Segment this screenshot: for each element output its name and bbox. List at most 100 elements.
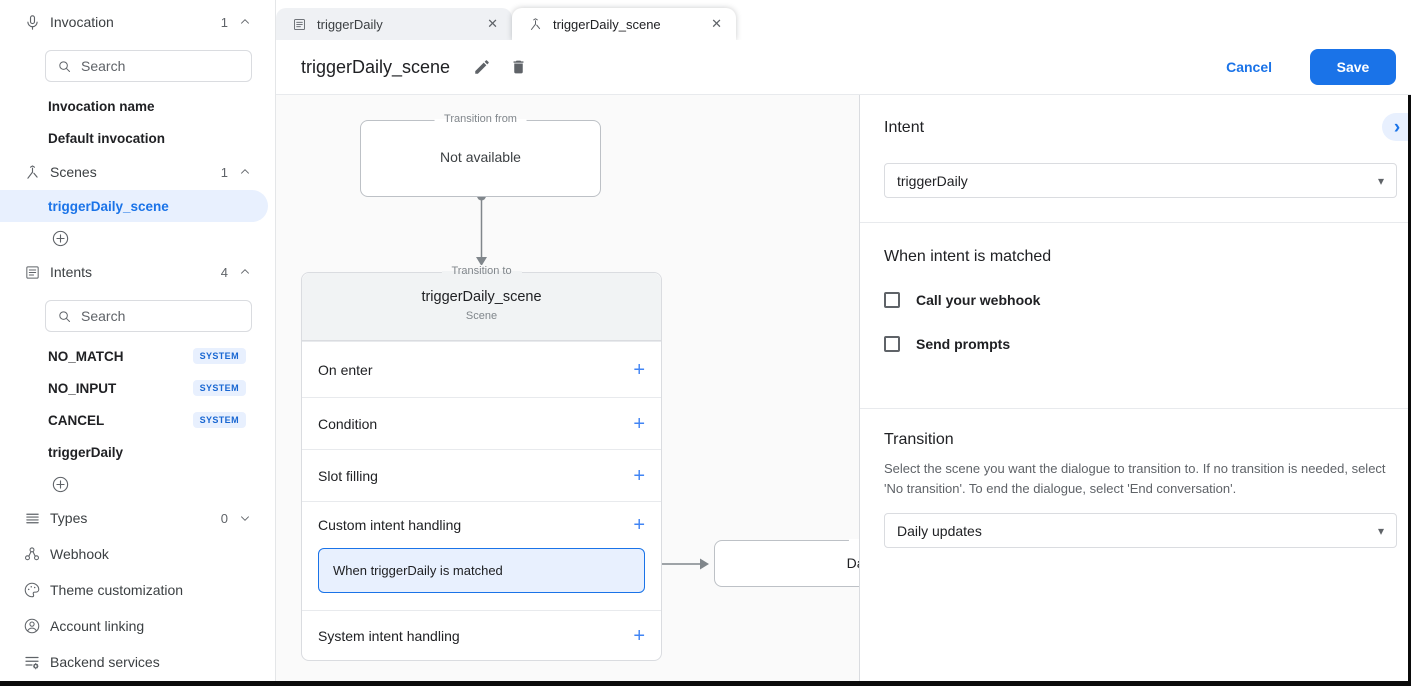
section-label: Types [50,510,88,526]
on-enter-row: On enter + [302,341,661,397]
transition-heading: Transition [884,431,954,448]
trash-icon [513,60,524,74]
system-badge: SYSTEM [192,412,246,428]
sidebar-item-triggerdaily-scene[interactable]: triggerDaily_scene [0,190,268,222]
services-gear-icon [22,652,42,672]
sidebar-section-intents[interactable]: Intents 4 [0,256,276,288]
scene-node-title: triggerDaily_scene [421,289,542,305]
transition-target-label: Transition to [848,533,859,545]
chevron-down-icon[interactable] [238,511,252,525]
section-count: 4 [220,264,228,280]
add-custom-intent-button[interactable]: + [633,514,645,536]
transition-description: Select the scene you want the dialogue t… [884,461,1386,497]
intent-select[interactable]: triggerDaily ▾ [884,163,1397,198]
sidebar-section-invocation[interactable]: Invocation 1 [0,6,276,38]
sidebar: Invocation 1 Invocation name Default inv… [0,0,276,681]
checkbox-unchecked[interactable] [884,292,900,308]
system-badge: SYSTEM [192,348,246,364]
invocation-search[interactable] [45,50,252,82]
cancel-button[interactable]: Cancel [1226,59,1272,75]
add-circle-icon [50,474,70,494]
sidebar-item-no-input[interactable]: NO_INPUT SYSTEM [0,372,276,404]
intent-detail-panel: › Intent triggerDaily ▾ When intent is m… [860,95,1408,681]
sidebar-item-no-match[interactable]: NO_MATCH SYSTEM [0,340,276,372]
sidebar-item-backend-services[interactable]: Backend services [0,646,276,678]
sidebar-item-default-invocation[interactable]: Default invocation [48,130,166,146]
collapse-panel-button[interactable]: › [1382,113,1408,141]
scene-fork-icon [530,17,541,30]
system-badge: SYSTEM [192,380,246,396]
transition-target-box: Transition to Daily updates [714,533,859,587]
tab-triggerdaily-scene[interactable]: triggerDaily_scene ✕ [512,8,736,40]
invocation-search-input[interactable] [81,58,231,74]
microphone-icon [22,12,42,32]
tab-triggerdaily[interactable]: triggerDaily ✕ [276,8,512,40]
add-condition-button[interactable]: + [633,412,645,435]
add-circle-icon [50,228,70,248]
transition-from-box: Transition from Not available [360,113,601,197]
sidebar-item-cancel-intent[interactable]: CANCEL SYSTEM [0,404,276,436]
sidebar-item-webhook[interactable]: Webhook [0,538,276,570]
add-slot-filling-button[interactable]: + [633,464,645,487]
chevron-up-icon[interactable] [238,165,252,179]
checkbox-unchecked[interactable] [884,336,900,352]
add-intent-button[interactable] [0,470,276,498]
scene-fork-icon [22,162,42,182]
palette-icon [22,580,42,600]
scene-node-header: triggerDaily_scene Scene [302,273,661,341]
add-scene-button[interactable] [0,224,276,252]
search-icon [59,310,70,322]
send-prompts-checkbox-row[interactable]: Send prompts [884,336,1010,352]
delete-scene-button[interactable] [508,57,528,77]
scene-editor-header: triggerDaily_scene Cancel Save [276,40,1411,95]
section-label: Invocation [50,14,114,30]
dropdown-caret-icon: ▾ [1377,523,1384,538]
scene-node-card: Transition to triggerDaily_scene Scene O… [301,265,662,661]
scene-flow-canvas[interactable]: Transition from Not available Transition… [276,95,860,681]
call-webhook-checkbox-row[interactable]: Call your webhook [884,292,1040,308]
section-count: 1 [220,14,228,30]
close-icon[interactable]: ✕ [487,16,498,31]
article-icon [22,262,42,282]
webhook-icon [22,544,42,564]
intent-heading: Intent [884,119,925,136]
custom-intent-handling-row: Custom intent handling + When triggerDai… [302,501,661,593]
chevron-up-icon[interactable] [238,265,252,279]
sidebar-item-triggerdaily-intent[interactable]: triggerDaily [48,444,124,460]
list-lines-icon [22,508,42,528]
slot-filling-row: Slot filling + [302,449,661,501]
section-count: 0 [220,510,228,526]
panel-divider [860,408,1408,409]
account-circle-icon [22,616,42,636]
intent-handler-when-triggerdaily[interactable]: When triggerDaily is matched [318,548,645,593]
sidebar-item-account-linking[interactable]: Account linking [0,610,276,642]
chevron-up-icon[interactable] [238,15,252,29]
window-edge-right [1408,95,1411,686]
intents-search[interactable] [45,300,252,332]
sidebar-item-invocation-name[interactable]: Invocation name [48,98,155,114]
pencil-icon [475,60,489,74]
intents-search-input[interactable] [81,308,231,324]
save-button[interactable]: Save [1310,49,1396,85]
close-icon[interactable]: ✕ [711,16,722,31]
transition-to-label: Transition to [441,265,522,277]
editor-tab-bar: triggerDaily ✕ triggerDaily_scene ✕ [276,0,1411,40]
add-system-intent-button[interactable]: + [633,624,645,647]
edit-name-button[interactable] [472,57,492,77]
window-edge-bottom [0,681,1411,686]
sidebar-section-types[interactable]: Types 0 [0,502,276,534]
sidebar-section-scenes[interactable]: Scenes 1 [0,156,276,188]
transition-select-value: Daily updates [897,522,982,539]
transition-target-value: Daily updates [846,555,859,571]
add-on-enter-button[interactable]: + [633,358,645,381]
transition-select[interactable]: Daily updates ▾ [884,513,1397,548]
scene-node-subtitle: Scene [465,310,498,322]
panel-divider [860,222,1408,223]
sidebar-item-theme-customization[interactable]: Theme customization [0,574,276,606]
condition-row: Condition + [302,397,661,449]
search-icon [59,60,70,72]
article-icon [294,18,305,30]
transition-from-value: Not available [440,149,521,165]
page-title: triggerDaily_scene [301,56,451,77]
